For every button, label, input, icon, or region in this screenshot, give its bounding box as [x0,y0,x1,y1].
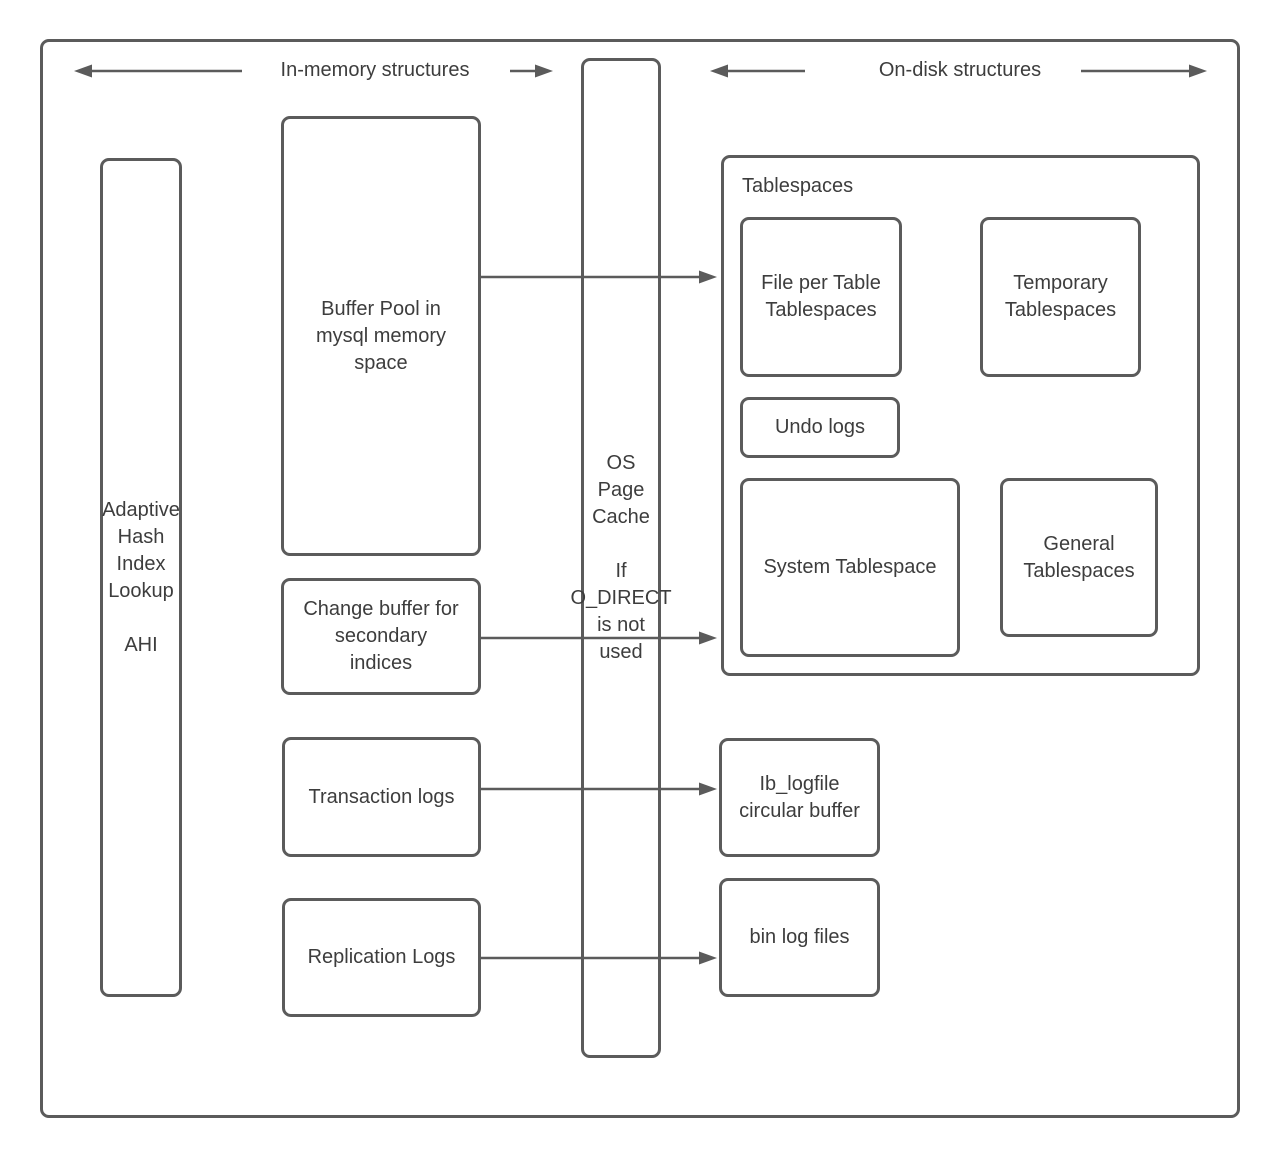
node-change-buffer: Change buffer for secondary indices [281,578,481,695]
node-file-per-table-tablespaces: File per Table Tablespaces [740,217,902,377]
tablespaces-label: Tablespaces [742,175,854,197]
node-undo-logs: Undo logs [740,397,900,458]
in-memory-structures-label: In-memory structures [280,59,470,81]
node-os-page-cache: OS Page Cache If O_DIRECT is not used [570,58,672,1058]
on-disk-structures-label: On-disk structures [878,59,1042,81]
node-adaptive-hash-index: Adaptive Hash Index Lookup AHI [100,158,182,997]
node-transaction-logs: Transaction logs [282,737,481,857]
node-bin-log-files: bin log files [719,878,880,997]
node-replication-logs: Replication Logs [282,898,481,1017]
node-general-tablespaces: General Tablespaces [1000,478,1158,637]
node-temporary-tablespaces: Temporary Tablespaces [980,217,1141,377]
node-buffer-pool: Buffer Pool in mysql memory space [281,116,481,556]
node-system-tablespace: System Tablespace [740,478,960,657]
node-ib-logfile-buffer: Ib_logfile circular buffer [719,738,880,857]
